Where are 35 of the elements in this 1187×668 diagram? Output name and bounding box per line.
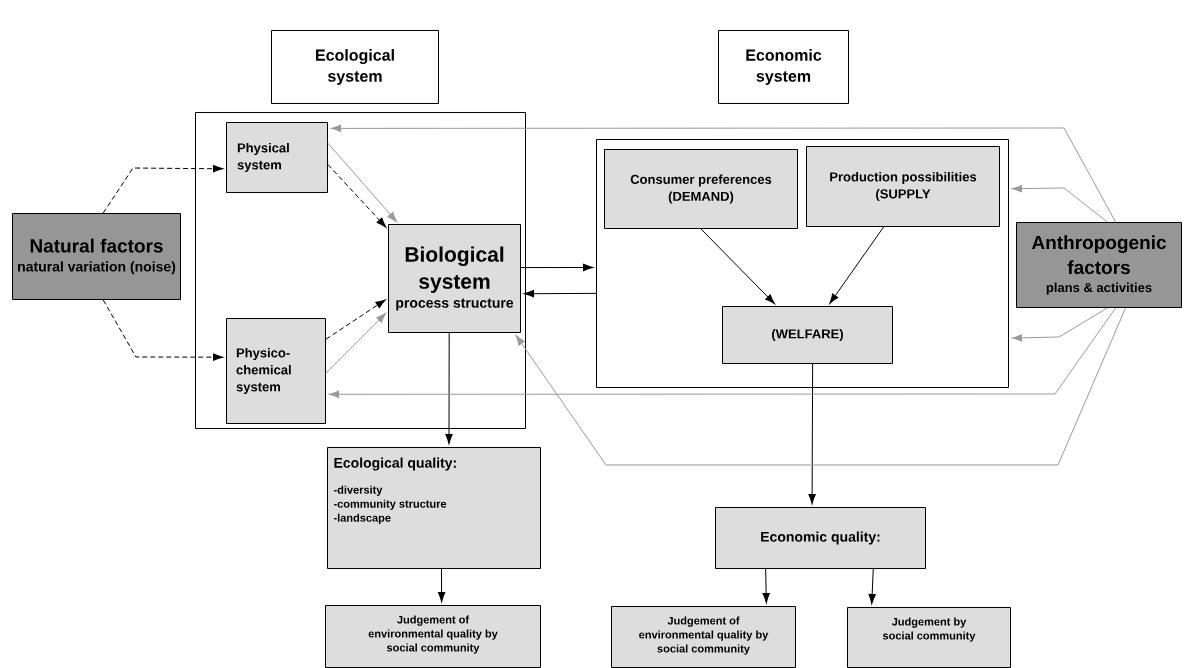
arrow	[327, 142, 397, 222]
process-box: Production possibilities (SUPPLY	[806, 146, 1000, 227]
arrow	[868, 568, 876, 605]
dashed-arrow	[102, 165, 224, 214]
dashed-arrow	[327, 164, 387, 228]
process-box: Physical system	[226, 122, 328, 193]
process-box: (WELFARE)	[722, 306, 893, 364]
arrow	[829, 226, 885, 304]
arrow	[1011, 184, 1108, 223]
arrow	[445, 332, 453, 445]
dashed-arrow	[102, 299, 224, 361]
judgement-box: Judgement of environmental quality by social community	[325, 605, 541, 668]
quality-box: Ecological quality: -diversity -community structure -landscape	[327, 447, 541, 569]
header-box: Ecological system	[271, 30, 439, 104]
arrow	[328, 307, 1117, 398]
judgement-box: Judgement by social community	[847, 607, 1011, 668]
process-box: Physico-chemical system	[226, 318, 326, 424]
arrow	[808, 363, 816, 505]
arrow	[700, 228, 775, 305]
arrow	[330, 124, 1117, 223]
arrow	[520, 263, 594, 272]
process-box: Consumer preferences (DEMAND)	[604, 149, 798, 229]
quality-box: Economic quality:	[715, 507, 926, 569]
factor-box: Anthropogenic factors plans & activities	[1016, 222, 1182, 308]
process-box: Biological system process structure	[388, 224, 521, 333]
arrow	[523, 290, 597, 298]
header-box: Economic system	[718, 30, 849, 104]
factor-box: Natural factors natural variation (noise)	[12, 213, 181, 300]
arrow	[1011, 307, 1108, 342]
arrow	[515, 307, 1127, 466]
judgement-box: Judgement of environmental quality by social community	[611, 606, 796, 668]
arrow	[437, 568, 446, 603]
dashed-arrow	[325, 299, 386, 340]
arrow	[325, 313, 387, 374]
arrow	[762, 568, 770, 604]
